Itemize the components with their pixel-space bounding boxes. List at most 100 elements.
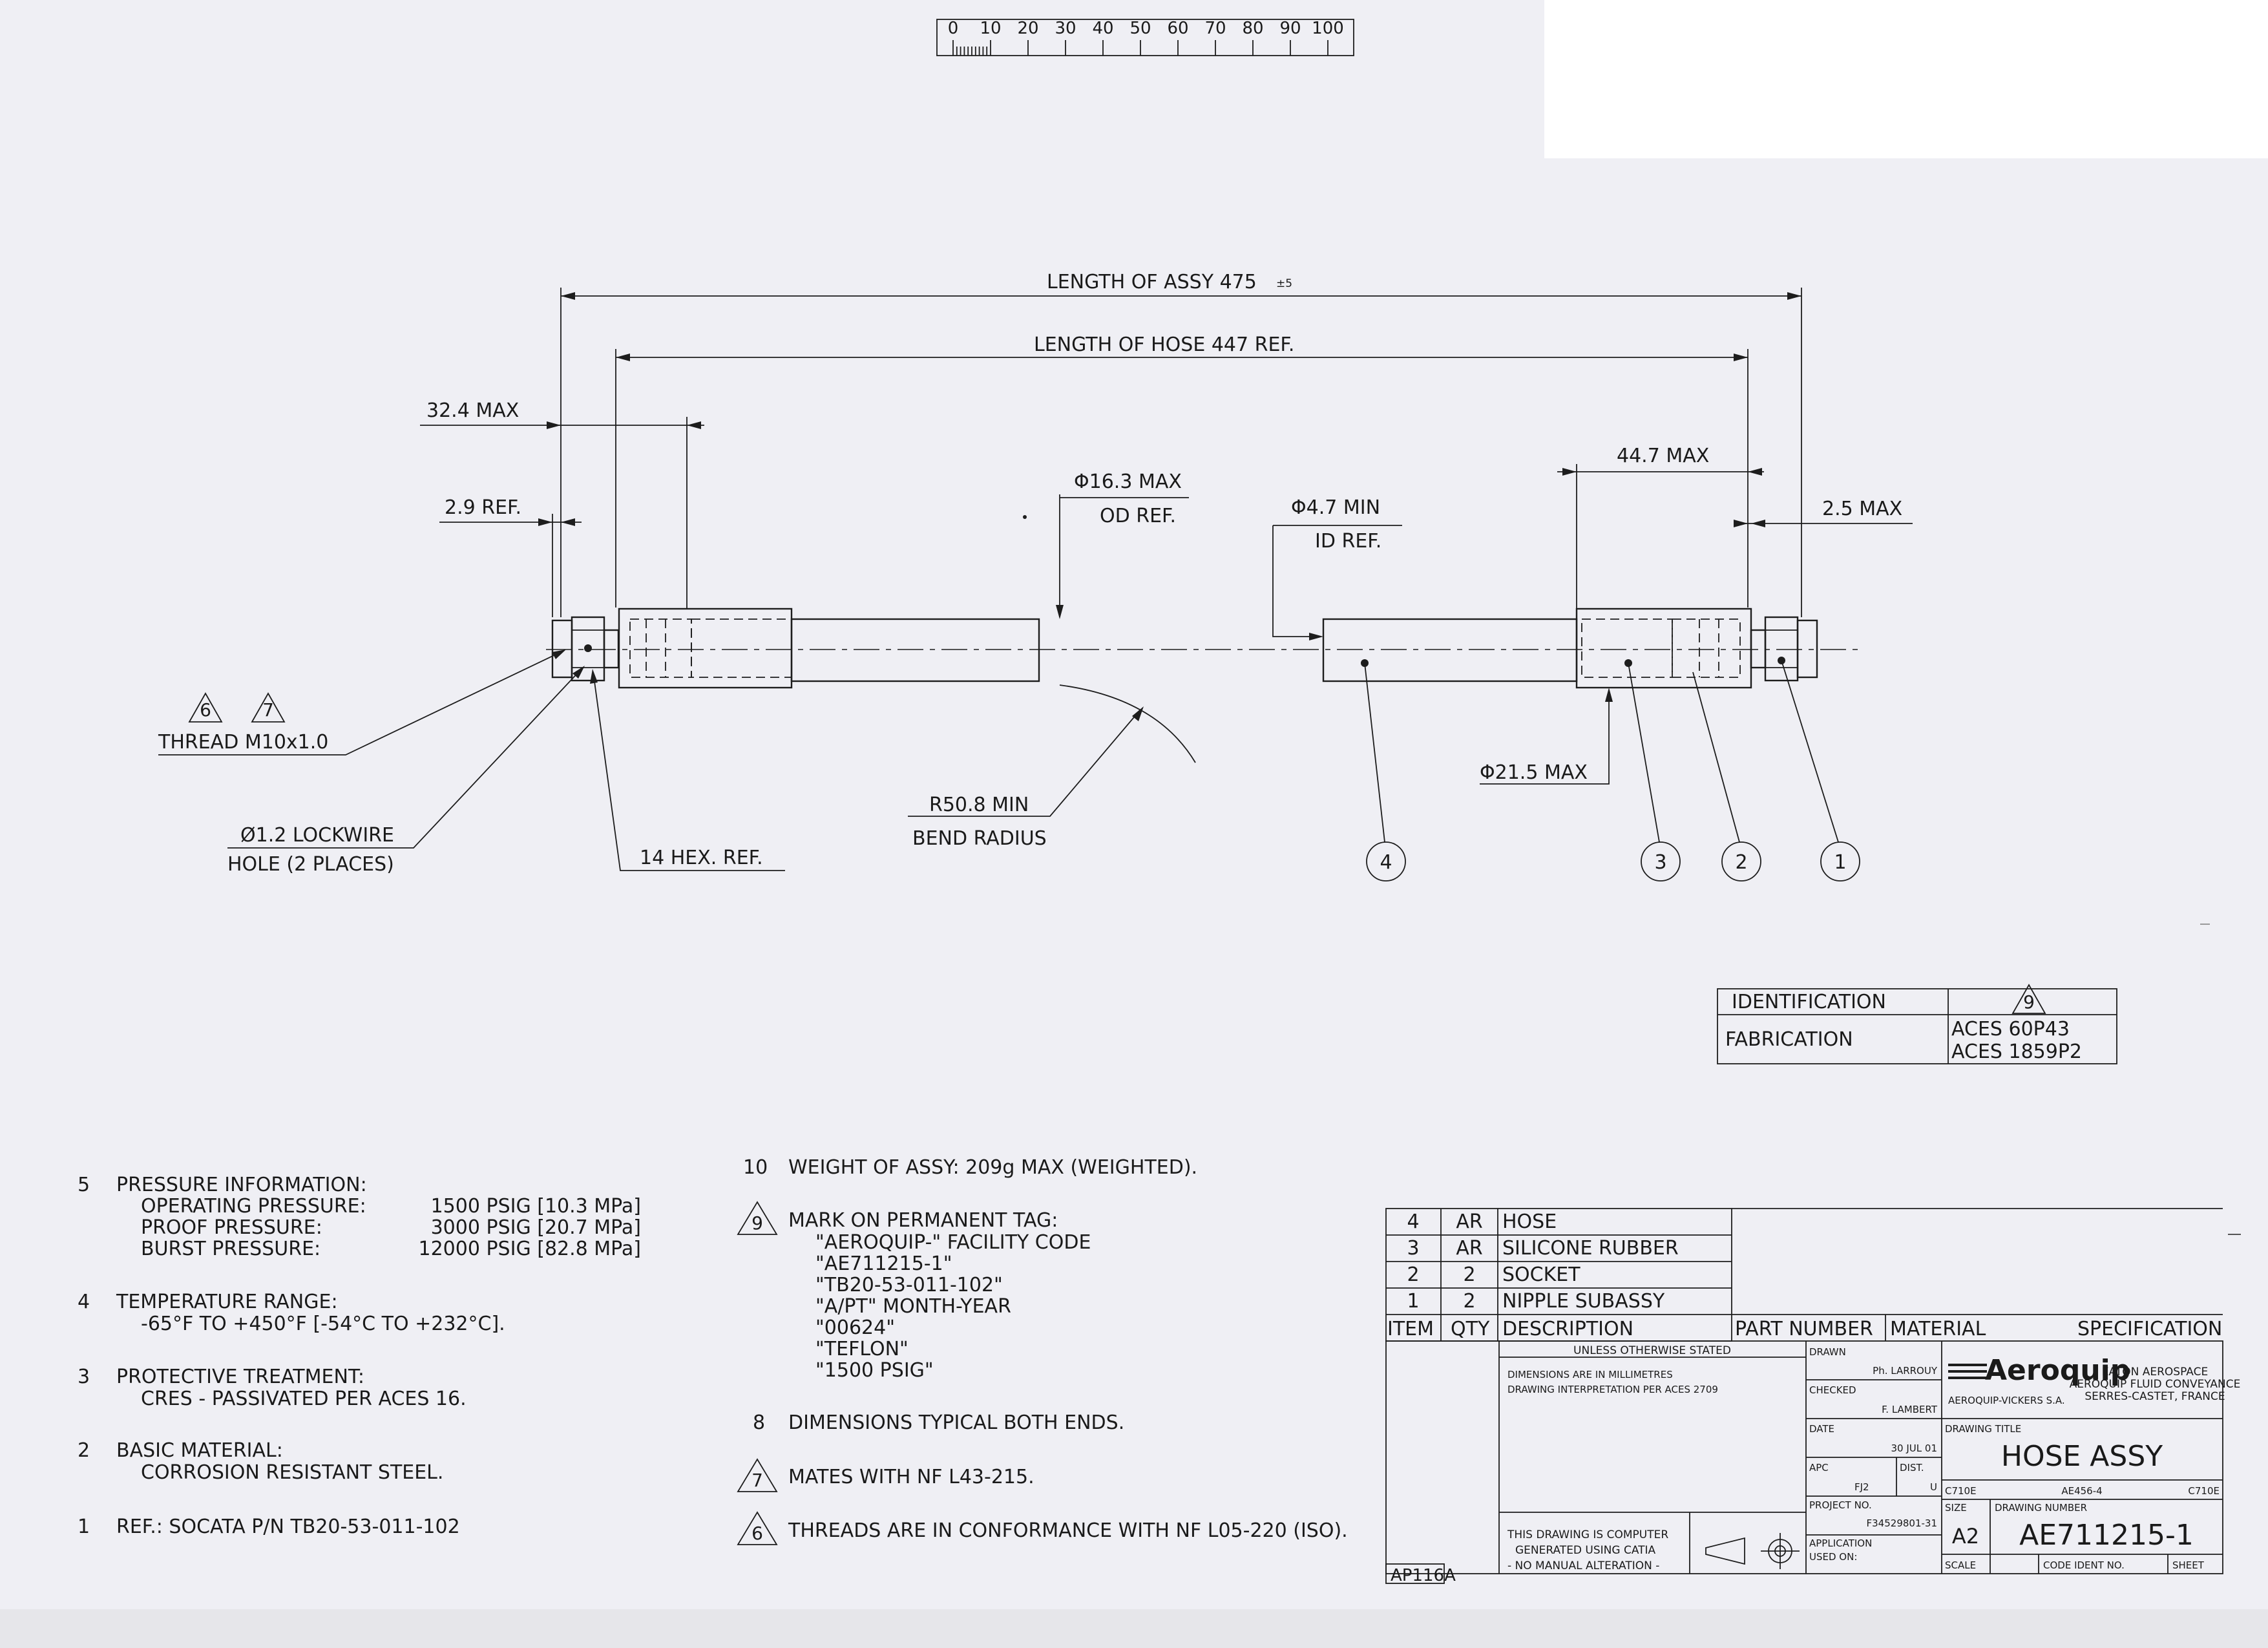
tb-dist-label: DIST. [1900,1462,1924,1474]
tb-catia-1: THIS DRAWING IS COMPUTER [1507,1528,1668,1541]
note-7-value: MATES WITH NF L43-215. [788,1466,1034,1488]
tb-code-ident-label: CODE IDENT NO. [2043,1559,2125,1571]
flag-6-number: 6 [200,699,211,721]
projection-symbol-icon [1705,1533,1800,1569]
ruler-label: 90 [1279,19,1301,38]
note-6-value: THREADS ARE IN CONFORMANCE WITH NF L05-2… [788,1519,1348,1542]
dimensions: LENGTH OF ASSY 475 ±5 LENGTH OF HOSE 447… [158,271,1913,876]
balloon-2-number: 2 [1735,851,1747,874]
notes-left: 5 PRESSURE INFORMATION: OPERATING PRESSU… [78,1174,641,1538]
balloon-4 [1366,841,1406,882]
parts-qty-cell: 2 [1463,1290,1475,1313]
right-max-label: 2.5 MAX [1822,498,1902,520]
tb-drawn-label: DRAWN [1809,1346,1846,1358]
notes-middle: 10 WEIGHT OF ASSY: 209g MAX (WEIGHTED). … [737,1156,1348,1545]
balloon-4-number: 4 [1380,851,1392,874]
item-balloons: 4 3 2 1 [1364,660,1860,882]
fabrication-spec-2: ACES 1859P2 [1951,1041,2082,1063]
id-min-label: Φ4.7 MIN [1291,496,1380,519]
note-1-value: REF.: SOCATA P/N TB20-53-011-102 [116,1516,460,1538]
identification-table: IDENTIFICATION 9 FABRICATION ACES 60P43 … [1717,984,2117,1064]
parts-item-cell: 4 [1407,1210,1419,1233]
tb-company-3: SERRES-CASTET, FRANCE [2084,1390,2225,1403]
flag-7-number: 7 [262,699,274,721]
parts-qty-cell: AR [1456,1237,1482,1260]
tb-size-label: SIZE [1945,1502,1967,1514]
balloon-2 [1721,841,1761,882]
title-block: UNLESS OTHERWISE STATED DIMENSIONS ARE I… [1385,1340,2240,1585]
parts-header-description: DESCRIPTION [1502,1318,1633,1340]
note-9-line: "TB20-53-011-102" [815,1274,1003,1296]
note-5-op-label: OPERATING PRESSURE: [141,1195,366,1218]
tb-project-label: PROJECT NO. [1809,1499,1872,1511]
parts-item-cell: 3 [1407,1237,1419,1260]
balloon-1 [1820,841,1860,882]
ruler-label: 10 [980,19,1001,38]
note-8-number: 8 [753,1411,765,1434]
scale-ruler: 0 10 20 30 40 50 60 70 80 90 100 [936,19,1354,56]
tb-dims-2: DRAWING INTERPRETATION PER ACES 2709 [1507,1384,1718,1395]
tb-dist-value: U [1930,1481,1937,1493]
aeroquip-logo: Aeroquip AEROQUIP-VICKERS S.A. [1948,1354,2130,1406]
lockwire-label-1: Ø1.2 LOCKWIRE [240,824,394,847]
thread-label: THREAD M10x1.0 [158,731,328,754]
parts-header-specification: SPECIFICATION [2077,1318,2222,1340]
tb-title-label: DRAWING TITLE [1945,1423,2021,1435]
drawing-number: AE711215-1 [2019,1519,2194,1552]
tb-application-label: APPLICATION [1809,1537,1872,1549]
note-8-value: DIMENSIONS TYPICAL BOTH ENDS. [788,1411,1124,1434]
note-5-burst-label: BURST PRESSURE: [141,1238,320,1260]
parts-header-qty: QTY [1451,1318,1490,1340]
note-5-title: PRESSURE INFORMATION: [116,1174,367,1196]
note-9-line: "00624" [815,1316,895,1339]
tb-checked-label: CHECKED [1809,1384,1856,1396]
note-3-number: 3 [78,1366,90,1388]
parts-desc-cell: SOCKET [1502,1263,1580,1286]
tb-scale-label: SCALE [1945,1559,1976,1571]
tb-used-on-label: USED ON: [1809,1551,1857,1563]
tb-sheet-label: SHEET [2172,1559,2205,1571]
left-socket-max-label: 32.4 MAX [426,399,519,422]
balloon-3-number: 3 [1654,851,1666,874]
socket-dia-label: Φ21.5 MAX [1480,761,1588,784]
note-5-number: 5 [78,1174,90,1196]
note-5-burst-value: 12000 PSIG [82.8 MPa] [419,1238,642,1260]
tb-unless: UNLESS OTHERWISE STATED [1573,1344,1731,1357]
ruler-label: 0 [948,19,959,38]
tb-checked-value: F. LAMBERT [1882,1404,1938,1415]
note-4-title: TEMPERATURE RANGE: [116,1291,338,1313]
ruler-label: 40 [1092,19,1113,38]
note-10-value: WEIGHT OF ASSY: 209g MAX (WEIGHTED). [788,1156,1197,1179]
parts-header-item: ITEM [1387,1318,1434,1340]
tb-date-label: DATE [1809,1423,1834,1435]
od-max-label: Φ16.3 MAX [1074,470,1182,493]
note-5-op-value: 1500 PSIG [10.3 MPa] [431,1195,641,1218]
parts-desc-cell: SILICONE RUBBER [1502,1237,1679,1260]
paper-area [0,158,2268,1612]
tb-dims-1: DIMENSIONS ARE IN MILLIMETRES [1507,1369,1673,1380]
parts-header-material: MATERIAL [1890,1318,1986,1340]
note-10-number: 10 [743,1156,768,1179]
tb-company-1: EATON AEROSPACE [2102,1366,2208,1379]
ruler-label: 60 [1167,19,1188,38]
hex-label: 14 HEX. REF. [640,847,763,869]
parts-list: 4 AR HOSE 3 AR SILICONE RUBBER 2 2 SOCKE… [1385,1208,2223,1342]
tb-drawing-number-label: DRAWING NUMBER [1995,1502,2087,1514]
note-9-line: "AE711215-1" [815,1252,952,1275]
parts-item-cell: 1 [1407,1290,1419,1313]
frame-ref-label: AP116A [1391,1566,1456,1585]
id-ref-label: ID REF. [1315,530,1381,553]
tb-code-right: C710E [2188,1485,2220,1497]
tb-drawn-value: Ph. LARROUY [1873,1365,1938,1377]
tb-size-value: A2 [1952,1524,1979,1548]
note-9-line: "TEFLON" [815,1338,908,1360]
note-6-flag: 6 [751,1523,763,1544]
note-3-title: PROTECTIVE TREATMENT: [116,1366,364,1388]
note-2-value: CORROSION RESISTANT STEEL. [141,1461,443,1484]
ruler-label: 80 [1242,19,1263,38]
logo-wordmark: Aeroquip [1985,1354,2130,1387]
note-7-flag: 7 [751,1470,763,1491]
tb-project-value: F34529801-31 [1867,1517,1937,1529]
parts-qty-cell: AR [1456,1210,1482,1233]
right-socket-max-label: 44.7 MAX [1617,445,1709,467]
